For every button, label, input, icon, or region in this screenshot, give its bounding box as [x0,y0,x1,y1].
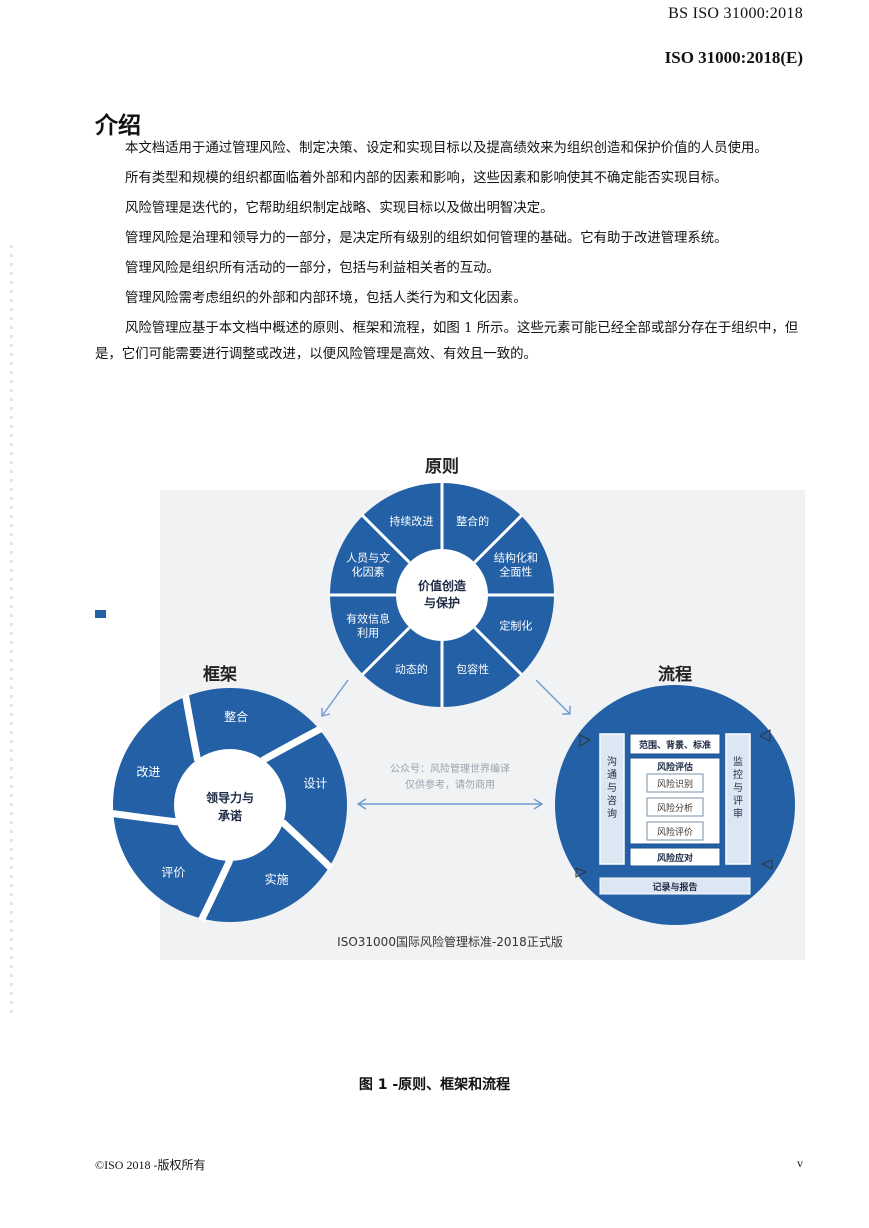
framework-gap [110,809,179,826]
header-standard-iso: ISO 31000:2018(E) [664,48,803,67]
framework-hub [174,749,286,861]
principles-divider [473,626,523,676]
arrow-principles-process [535,679,571,715]
framework-gap [279,819,334,871]
scope-box [629,733,721,755]
principle-segment-label: 动态的 [395,662,428,676]
watermark-line1: 公众号：风险管理世界编译 [390,762,510,775]
section-title: 介绍 [95,113,141,139]
process-wheel: 流程 沟通与咨询 监控与评审 范围、背景、标准 风险评估 风险识别 风险分析 风… [555,664,795,925]
paragraph: 管理风险是治理和领导力的一部分，是决定所有级别的组织如何管理的基础。它有助于改进… [125,231,728,246]
scan-edge-mark [10,245,13,1015]
treatment-box [629,847,721,867]
principles-center-line1: 价值创造 [418,578,467,593]
recording-box [599,877,751,895]
framework-segment-label: 改进 [136,765,160,779]
framework-segment-label: 评价 [161,865,185,879]
principles-divider [361,514,411,564]
body-text: 本文档适用于通过管理风险、制定决策、设定和实现目标以及提高绩效来为组织创造和保护… [95,136,805,372]
framework-gap [181,694,202,762]
principle-segment-label: 包容性 [456,662,489,676]
framework-segment-label: 整合 [224,709,248,724]
connector-arrows [321,679,571,810]
framework-title: 框架 [203,664,237,685]
paragraph: 管理风险是组织所有活动的一部分，包括与利益相关者的互动。 [125,261,500,276]
principles-center-line2: 与保护 [424,595,460,610]
assessment-label: 风险评估 [657,761,693,773]
figure-banner: ISO31000国际风险管理标准-2018正式版 [337,934,563,949]
arrowhead [356,798,367,810]
principle-segment-label: 持续改进 [389,514,433,528]
process-title: 流程 [658,664,692,685]
framework-center-line1: 领导力与 [206,790,254,805]
framework-segment-label: 设计 [303,777,327,791]
arrowhead [321,708,331,717]
framework-center-line2: 承诺 [218,808,242,823]
figure-principles-framework-process: 原则 价值创造 与保护 整合的结构化和全面性定制化包容性 动态的 有效信息利用人员与… [90,450,810,970]
scope-label: 范围、背景、标准 [639,739,711,751]
paragraph: 风险管理应基于本文档中概述的原则、框架和流程，如图 1 所示。这些元素可能已经全… [95,321,799,362]
paragraph: 风险管理是迭代的，它帮助组织制定战略、实现目标以及做出明智决定。 [125,201,554,216]
monitoring-box [725,733,751,865]
footer-copyright: ©ISO 2018 -版权所有 [95,1158,206,1172]
treatment-label: 风险应对 [657,852,693,864]
principles-title: 原则 [425,456,459,477]
principle-segment-label: 有效信息利用 [346,612,390,640]
process-arrowhead [760,859,773,870]
process-arrowhead [579,734,592,747]
principle-segment-label: 定制化 [499,619,532,633]
principle-segment-label: 整合的 [456,514,489,528]
arrow-principles-framework [321,679,349,717]
communication-box [599,733,625,865]
process-arrowhead [758,729,771,742]
paragraph: 管理风险需考虑组织的外部和内部环境，包括人类行为和文化因素。 [125,291,527,306]
principle-segment-label: 结构化和全面性 [494,550,538,578]
arrowhead [562,706,571,715]
arrowhead [533,798,544,810]
framework-gap [260,725,323,764]
blue-marker [95,610,106,618]
watermark-line2: 仅供参考，请勿商用 [405,778,495,791]
figure-caption: 图 1 -原则、框架和流程 [358,1077,511,1093]
principles-divider [473,514,523,564]
footer-page-number: v [797,1156,803,1170]
framework-gap [198,858,234,923]
process-arrowhead [575,867,588,878]
monitoring-label: 监控与评审 [733,755,743,820]
evaluation-label: 风险评价 [657,826,693,838]
principle-segment-label: 人员与文化因素 [346,550,390,578]
recording-label: 记录与报告 [652,881,697,893]
communication-label: 沟通与咨询 [607,755,617,820]
paragraph: 所有类型和规模的组织都面临着外部和内部的因素和影响，这些因素和影响使其不确定能否… [125,171,728,186]
framework-segment-label: 实施 [265,872,289,887]
analysis-box [646,797,704,817]
evaluation-box [646,821,704,841]
identification-label: 风险识别 [657,778,693,790]
paragraph: 本文档适用于通过管理风险、制定决策、设定和实现目标以及提高绩效来为组织创造和保护… [125,141,768,156]
analysis-label: 风险分析 [657,802,693,814]
principles-divider [361,626,411,676]
principles-hub [396,549,488,641]
header-standard-bs: BS ISO 31000:2018 [668,5,803,22]
identification-box [646,773,704,793]
